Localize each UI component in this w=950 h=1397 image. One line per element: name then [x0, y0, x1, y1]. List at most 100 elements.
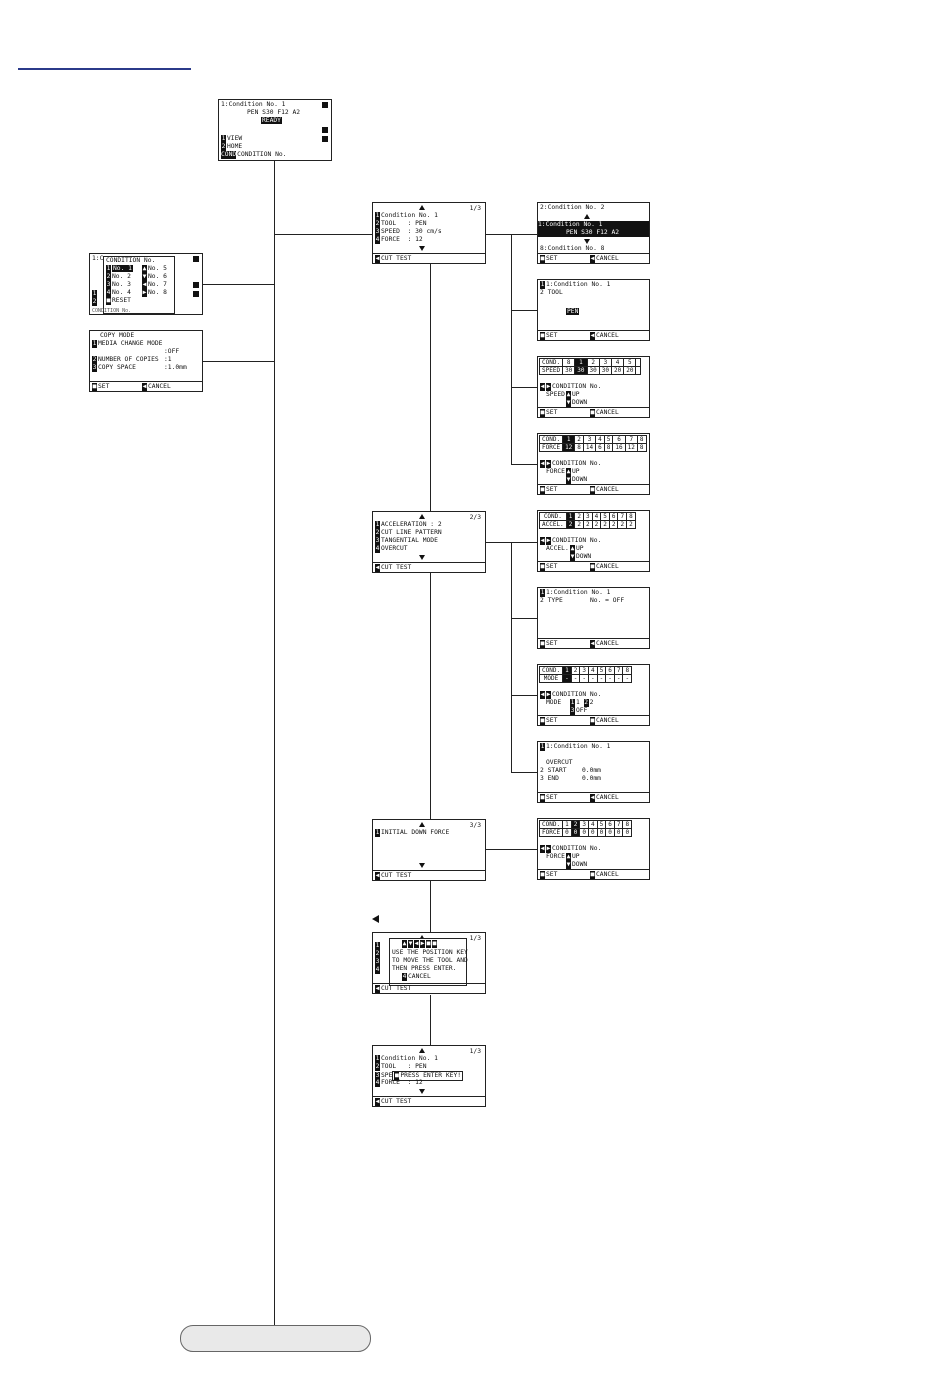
- cond-item-7[interactable]: ◀No. 7: [142, 281, 167, 289]
- cond-item-5[interactable]: ▲No. 5: [142, 265, 167, 273]
- cut-test-button[interactable]: ◀CUT TEST: [375, 564, 412, 572]
- force-down[interactable]: ▼DOWN: [566, 476, 588, 484]
- set-button[interactable]: ■SET: [540, 640, 558, 648]
- cut-test-button[interactable]: ◀CUT TEST: [375, 985, 412, 993]
- main-trunk-line: [274, 161, 275, 1325]
- set-button[interactable]: ■SET: [540, 409, 558, 417]
- cancel-button[interactable]: ■CANCEL: [590, 409, 619, 417]
- accel-down[interactable]: ▼DOWN: [570, 553, 592, 561]
- set-button[interactable]: ■SET: [540, 255, 558, 263]
- set-button[interactable]: ■SET: [540, 486, 558, 494]
- init-force-down[interactable]: ▼DOWN: [566, 861, 588, 869]
- set-button[interactable]: ■SET: [540, 794, 558, 802]
- tangential-param: MODE: [546, 699, 562, 706]
- home-status: READY: [261, 117, 282, 124]
- cancel-button[interactable]: ◀CANCEL: [142, 383, 171, 391]
- accel-up[interactable]: ▲UP: [570, 545, 584, 553]
- cancel-button[interactable]: ◀CANCEL: [590, 640, 619, 648]
- tool-label: 2 TOOL: [540, 289, 563, 296]
- up-arrow-icon: [419, 514, 425, 519]
- cond-list-selected-1[interactable]: 1:Condition No. 1: [538, 221, 649, 229]
- down-arrow-icon: [419, 246, 425, 251]
- cut-test-button[interactable]: ◀CUT TEST: [375, 255, 412, 263]
- cut-test-button[interactable]: ◀CUT TEST: [375, 872, 412, 880]
- cancel-button[interactable]: ■CANCEL: [590, 871, 619, 879]
- cancel-button[interactable]: ◀CANCEL: [590, 255, 619, 263]
- speed-down[interactable]: ▼DOWN: [566, 399, 588, 407]
- tick-speed: [511, 387, 538, 388]
- cut-test-button[interactable]: ◀CUT TEST: [375, 1098, 412, 1106]
- overcut-end-label[interactable]: 3 END: [540, 775, 559, 782]
- force-up[interactable]: ▲UP: [566, 468, 580, 476]
- tick-force: [511, 464, 538, 465]
- cancel-button[interactable]: ◀CANCEL: [590, 794, 619, 802]
- cond-item-8[interactable]: ▶No. 8: [142, 289, 167, 297]
- bottom-pill: [180, 1325, 371, 1352]
- up-arrow-icon: [419, 1048, 425, 1053]
- set-button[interactable]: ■SET: [540, 563, 558, 571]
- cancel-button[interactable]: ◀CANCEL: [590, 332, 619, 340]
- page-number: 3/3: [469, 822, 481, 829]
- speed-up[interactable]: ▲UP: [566, 391, 580, 399]
- home-menu-condition[interactable]: CONDCONDITION No.: [221, 151, 287, 159]
- tick-tool: [511, 310, 538, 311]
- key-1: 1: [92, 290, 97, 298]
- set-button[interactable]: ■SET: [540, 332, 558, 340]
- force-cond-label: ◀▶CONDITION No.: [540, 460, 602, 468]
- force-param: FORCE: [546, 468, 565, 475]
- overcut-start-label[interactable]: 2 START: [540, 767, 567, 774]
- cond-item-6[interactable]: ▼No. 6: [142, 273, 167, 281]
- set-button[interactable]: ■SET: [540, 871, 558, 879]
- tool-value[interactable]: PEN: [566, 308, 580, 315]
- accel-param: ACCEL.: [546, 545, 569, 552]
- down-arrow-icon: [419, 863, 425, 868]
- cancel-button[interactable]: ■CANCEL: [590, 486, 619, 494]
- tick-cond-list: [511, 234, 538, 235]
- cancel-button[interactable]: ■CANCEL: [590, 717, 619, 725]
- page2-to-right-line: [486, 542, 538, 543]
- cond-list-top: 2:Condition No. 2: [540, 204, 605, 211]
- cancel-button[interactable]: ■CANCEL: [590, 563, 619, 571]
- popup-line-1: USE THE POSITION KEY: [392, 949, 468, 956]
- page-number: 1/3: [469, 205, 481, 212]
- init-force-up[interactable]: ▲UP: [566, 853, 580, 861]
- init-force-cond-label: ◀▶CONDITION No.: [540, 845, 602, 853]
- left-arrow-icon: [372, 915, 379, 923]
- down-arrow-icon: [584, 239, 590, 244]
- cond-reset[interactable]: ■RESET: [106, 297, 131, 305]
- set-button[interactable]: ■SET: [92, 383, 110, 391]
- right-spine-2: [511, 542, 512, 772]
- linetype-value[interactable]: No. = OFF: [590, 597, 625, 604]
- set-button[interactable]: ■SET: [540, 717, 558, 725]
